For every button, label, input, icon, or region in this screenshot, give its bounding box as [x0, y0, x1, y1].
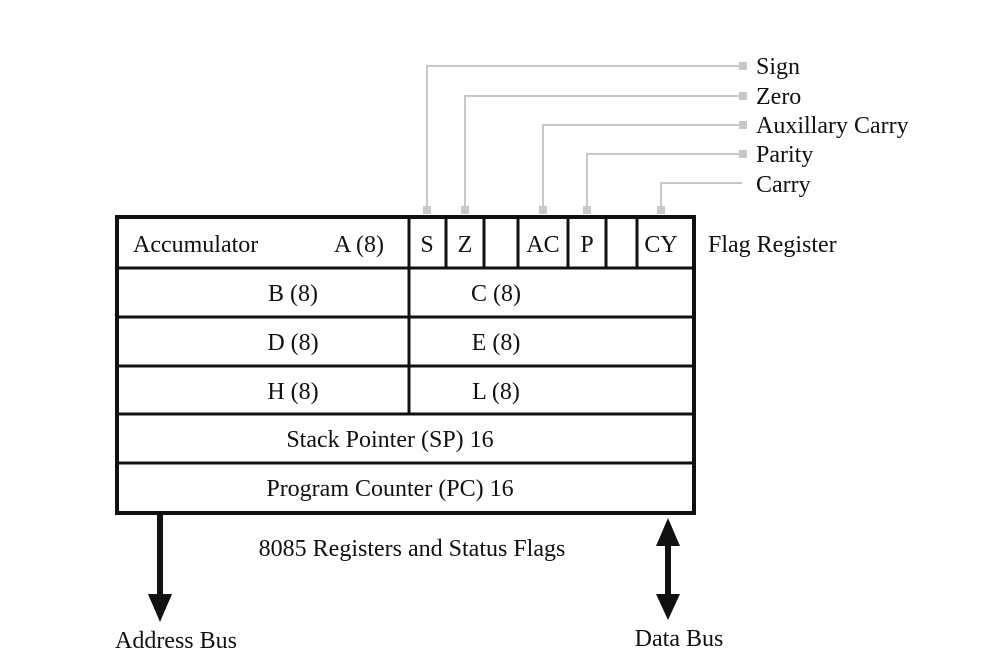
flag-leader-lines — [426, 65, 742, 208]
leader-end-markers — [423, 62, 747, 214]
marker-zero-bottom — [461, 206, 469, 214]
legend-parity: Parity — [756, 142, 813, 168]
flag-bit-z: Z — [458, 232, 473, 258]
address-bus-arrow — [148, 514, 172, 622]
leader-zero — [464, 95, 742, 208]
accumulator-size: A (8) — [334, 232, 384, 258]
data-bus-label: Data Bus — [635, 626, 724, 652]
flag-bit-s: S — [420, 232, 433, 258]
legend-auxiliary-carry: Auxillary Carry — [756, 113, 909, 139]
flag-bit-ac: AC — [526, 232, 559, 258]
legend-carry: Carry — [756, 172, 811, 198]
register-b: B (8) — [268, 281, 318, 307]
register-e: E (8) — [472, 330, 521, 356]
register-pc: Program Counter (PC) 16 — [266, 476, 513, 502]
flag-bit-p: P — [580, 232, 593, 258]
leader-carry — [660, 182, 742, 208]
data-bus-arrow — [656, 518, 680, 620]
diagram-caption: 8085 Registers and Status Flags — [259, 536, 566, 562]
register-d: D (8) — [267, 330, 318, 356]
legend-zero: Zero — [756, 84, 801, 110]
flag-bit-cy: CY — [644, 232, 677, 258]
marker-ac-bottom — [539, 206, 547, 214]
leader-sign — [426, 65, 742, 208]
accumulator-label: Accumulator — [133, 232, 258, 258]
register-l: L (8) — [472, 379, 520, 405]
address-bus-label: Address Bus — [115, 628, 237, 654]
legend-sign: Sign — [756, 54, 800, 80]
leader-auxiliary-carry — [542, 124, 742, 208]
register-h: H (8) — [267, 379, 318, 405]
register-sp: Stack Pointer (SP) 16 — [286, 427, 493, 453]
row-dividers — [117, 266, 694, 465]
marker-sign-top — [739, 62, 747, 70]
marker-zero-top — [739, 92, 747, 100]
leader-parity — [586, 153, 742, 208]
flag-cell-dividers — [407, 217, 639, 268]
marker-parity-top — [739, 150, 747, 158]
marker-parity-bottom — [583, 206, 591, 214]
flag-register-label: Flag Register — [708, 232, 837, 258]
marker-carry-bottom — [657, 206, 665, 214]
register-c: C (8) — [471, 281, 521, 307]
marker-sign-bottom — [423, 206, 431, 214]
marker-ac-top — [739, 121, 747, 129]
